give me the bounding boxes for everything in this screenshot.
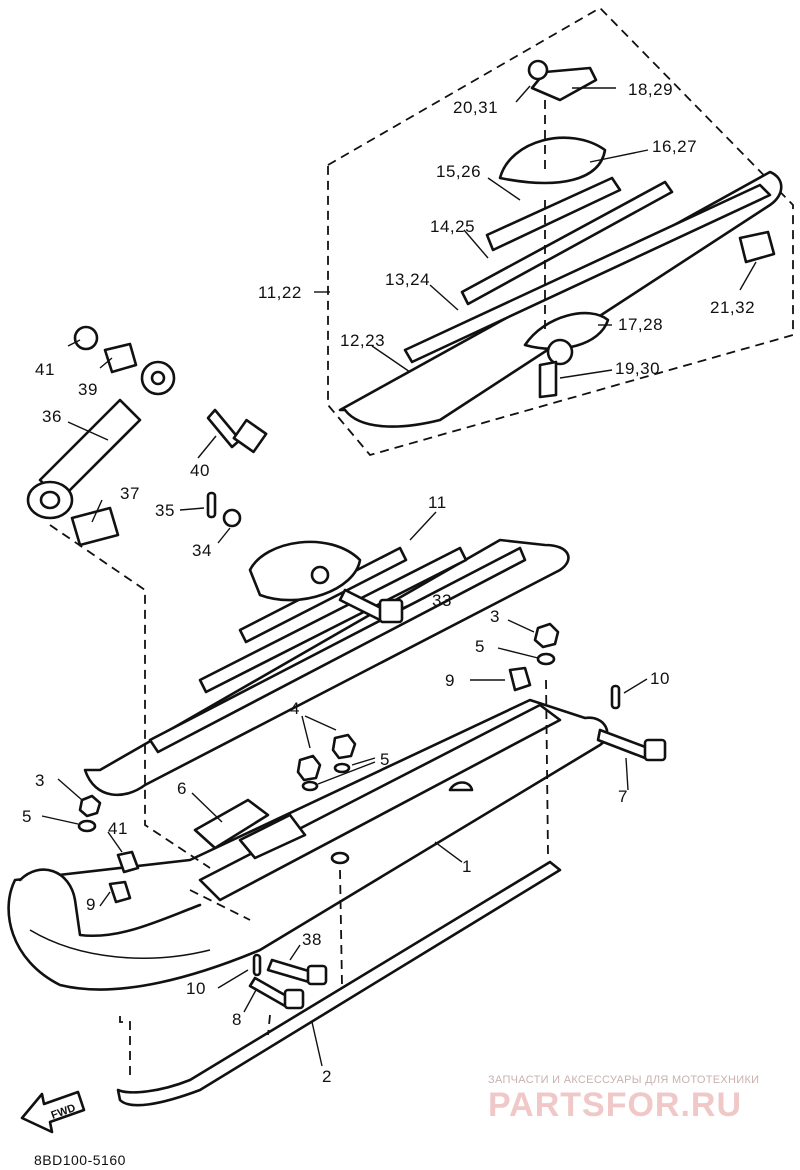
nut-4-a (296, 754, 322, 782)
label-36: 36 (42, 407, 62, 426)
label-11-22: 11,22 (258, 283, 302, 302)
label-15-26: 15,26 (436, 162, 481, 181)
leader-lines (41, 85, 757, 1067)
fwd-arrow-icon: FWD (20, 1090, 86, 1134)
runner (116, 860, 562, 1107)
bolt-40 (206, 408, 268, 454)
label-37: 37 (120, 484, 140, 503)
label-9-right: 9 (445, 671, 455, 690)
label-41-top: 41 (35, 360, 55, 379)
label-39: 39 (78, 380, 98, 399)
pin-35 (206, 491, 217, 519)
label-9-left: 9 (86, 895, 96, 914)
bolt-7 (596, 728, 667, 762)
label-5-left: 5 (22, 807, 32, 826)
callout-labels: 18,29 20,31 16,27 15,26 14,25 13,24 11,2… (22, 80, 755, 1086)
collar-41-left (116, 850, 140, 874)
bolt-33 (338, 588, 404, 624)
label-5-right: 5 (475, 637, 485, 656)
label-38: 38 (302, 930, 322, 949)
label-16-27: 16,27 (652, 137, 697, 156)
pin-10-left (252, 953, 262, 977)
ski-body (7, 698, 609, 991)
washer-center-low (301, 780, 319, 792)
label-1: 1 (462, 857, 472, 876)
label-18-29: 18,29 (628, 80, 673, 99)
label-20-31: 20,31 (453, 98, 498, 117)
label-13-24: 13,24 (385, 270, 430, 289)
label-7: 7 (618, 787, 628, 806)
nut-34 (222, 508, 242, 528)
nut-3-right (533, 622, 560, 649)
label-40: 40 (190, 461, 210, 480)
washer-5-right (536, 652, 556, 666)
label-12-23: 12,23 (340, 331, 385, 350)
label-4: 4 (290, 699, 300, 718)
nut-3-left (78, 794, 102, 818)
collar-9-right (508, 666, 532, 692)
label-17-28: 17,28 (618, 315, 663, 334)
watermark-logo: PARTSFOR.RU (488, 1086, 743, 1124)
label-3-right: 3 (490, 607, 500, 626)
label-33: 33 (432, 591, 452, 610)
collar-9-left (108, 880, 132, 904)
label-3-left: 3 (35, 771, 45, 790)
shock-absorber (26, 325, 176, 547)
label-6: 6 (177, 779, 187, 798)
watermark-tagline: ЗАПЧАСТИ И АКСЕССУАРЫ ДЛЯ МОТОТЕХНИКИ (488, 1074, 760, 1086)
assembly-lines (49, 100, 549, 1075)
label-10-left: 10 (186, 979, 206, 998)
label-10-right: 10 (650, 669, 670, 688)
label-14-25: 14,25 (430, 217, 475, 236)
bolt-38 (266, 958, 328, 986)
nut-4-b (331, 733, 357, 760)
washer-5-left (77, 819, 97, 833)
label-11: 11 (428, 493, 447, 512)
washer-5-center (333, 762, 351, 774)
label-2: 2 (322, 1067, 332, 1086)
label-21-32: 21,32 (710, 298, 755, 317)
label-19-30: 19,30 (615, 359, 660, 378)
label-8: 8 (232, 1010, 242, 1029)
washer-center-ski (330, 851, 350, 865)
diagram-code: 8BD100-5160 (34, 1152, 126, 1168)
detail-leaf-spring (338, 59, 783, 428)
pin-10-right (610, 684, 621, 710)
bolt-8 (248, 976, 305, 1010)
leaf-spring-assembly (83, 538, 570, 797)
label-41-left: 41 (108, 819, 128, 838)
label-5-center: 5 (380, 750, 390, 769)
label-34: 34 (192, 541, 212, 560)
label-35: 35 (155, 501, 175, 520)
